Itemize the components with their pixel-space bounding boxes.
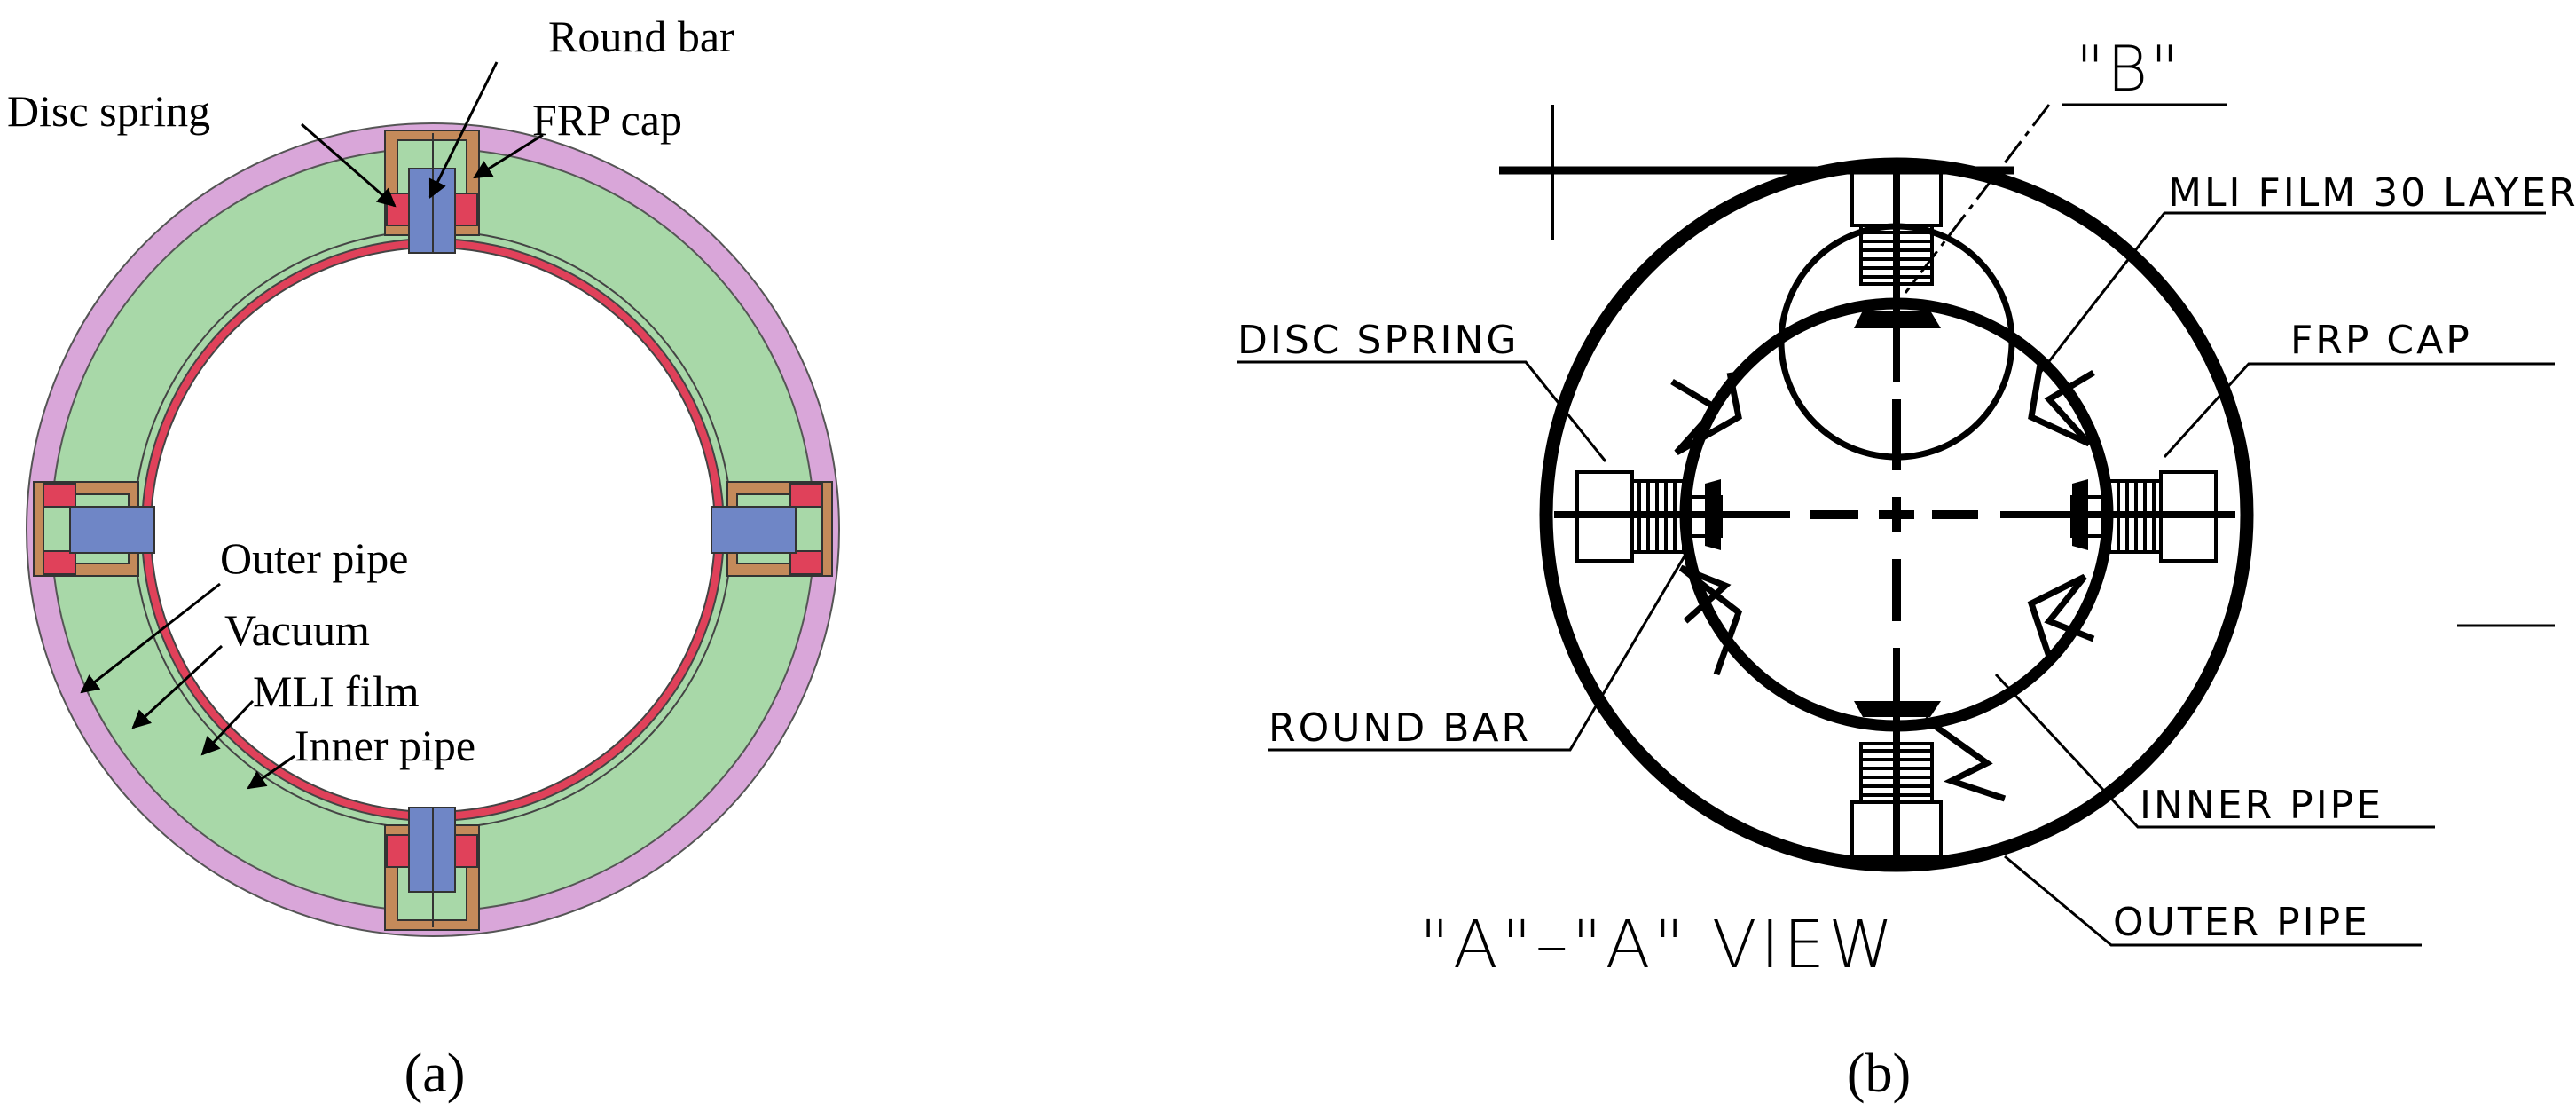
label-vacuum: Vacuum	[224, 605, 370, 655]
leader-outer-pipe	[80, 582, 221, 694]
leader-b-dash	[1904, 104, 2051, 294]
leader-mli	[2038, 211, 2546, 374]
label-frp-cap-b: FRP CAP	[2290, 318, 2472, 363]
support-bottom	[384, 807, 480, 931]
support-fillets	[1705, 311, 2088, 717]
label-view-b: "B"	[2076, 33, 2181, 106]
label-round-bar: Round bar	[548, 12, 734, 61]
caption-a: (a)	[404, 1044, 466, 1104]
leader-inner-pipe	[1994, 673, 2435, 829]
label-inner-pipe: Inner pipe	[295, 721, 475, 770]
leader-frp-cap	[473, 133, 544, 179]
disc-spring-right-bottom	[789, 550, 823, 575]
disc-spring-bottom-right	[453, 834, 478, 868]
pipe-cross-section-colored	[26, 122, 840, 937]
disc-spring-bottom-left	[386, 834, 411, 868]
support-left	[33, 481, 155, 577]
disc-spring-left-bottom	[43, 550, 76, 575]
label-inner-pipe-b: INNER PIPE	[2140, 783, 2384, 828]
panel-b-leaders	[1237, 103, 2555, 947]
mli-film-zigzag	[1670, 363, 2095, 802]
label-disc-spring-b: DISC SPRING	[1237, 318, 1520, 363]
panel-a-labels: Round bar Disc spring FRP cap Outer pipe…	[7, 12, 734, 770]
label-round-bar-b: ROUND BAR	[1268, 705, 1531, 751]
panel-a-leaders	[80, 61, 544, 790]
leader-vacuum	[131, 644, 224, 729]
label-frp-cap: FRP cap	[532, 95, 682, 145]
disc-spring-left-top	[43, 483, 76, 508]
leader-disc-spring	[301, 122, 397, 208]
label-view-title: "A"–"A" VIEW	[1419, 907, 1897, 983]
technical-drawing	[1237, 103, 2555, 947]
leader-mli-film	[200, 699, 255, 756]
leader-disc-spring	[1237, 360, 1607, 462]
caption-b: (b)	[1847, 1044, 1911, 1104]
disc-spring-top-left	[386, 193, 411, 226]
center-lines	[1554, 164, 2235, 865]
round-bar-left	[69, 506, 155, 554]
label-outer-pipe: Outer pipe	[220, 533, 408, 583]
panel-a: Round bar Disc spring FRP cap Outer pipe…	[7, 12, 840, 1104]
label-mli-film: MLI film	[253, 666, 420, 716]
leader-inner-pipe	[247, 754, 295, 790]
panel-b-labels: "B" MLI FILM 30 LAYER DISC SPRING FRP CA…	[1237, 33, 2576, 983]
label-disc-spring: Disc spring	[7, 86, 210, 136]
label-mli-film-30-layer: MLI FILM 30 LAYER	[2168, 170, 2576, 216]
leader-round-bar	[428, 61, 499, 199]
support-right	[711, 481, 833, 577]
round-bar-right	[711, 506, 797, 554]
panel-b: "B" MLI FILM 30 LAYER DISC SPRING FRP CA…	[1237, 33, 2576, 1104]
disc-spring-top-right	[453, 193, 478, 226]
leader-frp-cap	[2163, 362, 2555, 459]
disc-spring-right-top	[789, 483, 823, 508]
leader-round-bar	[1268, 554, 1687, 752]
leader-outer-pipe	[2004, 855, 2422, 947]
label-outer-pipe-b: OUTER PIPE	[2113, 900, 2370, 945]
